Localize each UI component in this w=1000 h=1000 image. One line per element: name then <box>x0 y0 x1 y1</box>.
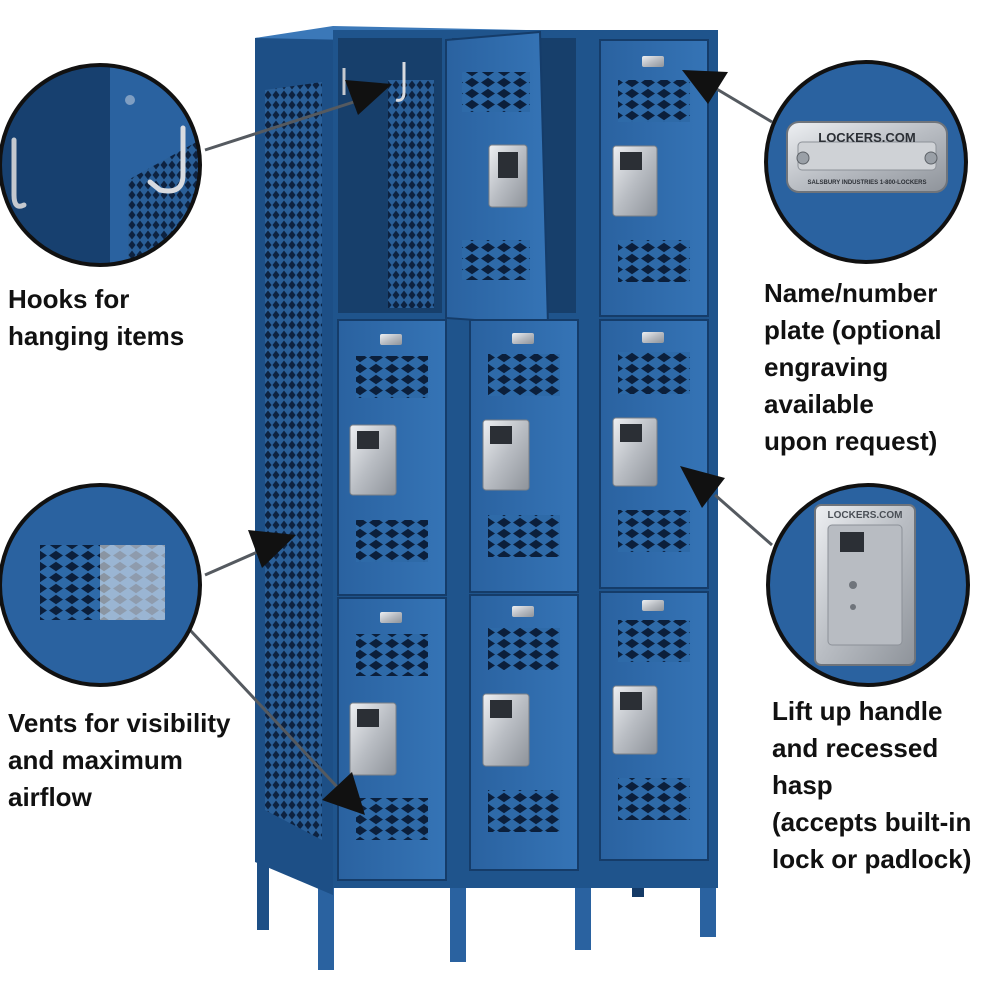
arrow-head <box>345 80 392 115</box>
arrow-head <box>248 530 296 568</box>
vents-callout <box>0 483 202 687</box>
vent-closeup <box>40 545 110 620</box>
plate-brand-text: LOCKERS.COM <box>818 130 916 145</box>
lock-hasp <box>620 692 642 710</box>
lock-hasp <box>620 424 642 442</box>
lock-hasp <box>357 709 379 727</box>
plate-caption: Name/number plate (optional engraving av… <box>764 278 942 456</box>
door-vent <box>356 520 428 562</box>
locker-leg <box>450 880 466 962</box>
door-vent <box>356 634 428 676</box>
number-plate <box>512 333 534 344</box>
number-plate <box>380 612 402 623</box>
door-vent <box>462 72 530 112</box>
arrow-line <box>204 548 263 577</box>
arrow-line <box>714 86 773 124</box>
handle-brand-text: LOCKERS.COM <box>828 510 903 521</box>
callout-ring <box>0 63 202 267</box>
door-vent <box>618 80 690 122</box>
door-vent <box>618 620 690 662</box>
coat-hook-icon <box>147 125 186 194</box>
door-vent <box>356 798 428 840</box>
side-mesh-vent <box>265 82 322 840</box>
callout-ring <box>764 60 968 264</box>
lock-hasp <box>490 700 512 718</box>
number-plate <box>642 56 664 67</box>
callout-ring <box>0 483 202 687</box>
arrow-head <box>680 466 725 508</box>
compartment-back-mesh <box>388 80 434 308</box>
arrow-head <box>322 772 365 815</box>
arrow-line <box>204 98 361 152</box>
callout-ring <box>766 483 970 687</box>
vents-caption: Vents for visibility and maximum airflow <box>8 708 231 812</box>
door-vent <box>618 240 690 282</box>
arrow-line <box>188 628 342 792</box>
locker-leg <box>257 860 269 930</box>
number-plate <box>380 334 402 345</box>
door-vent <box>488 628 560 670</box>
door-vent <box>488 354 560 396</box>
plate-fine-print: SALSBURY INDUSTRIES 1-800-LOCKERS <box>807 180 926 186</box>
coat-hook-icon <box>395 62 406 102</box>
hooks-callout <box>0 63 202 267</box>
lock-hasp <box>840 532 864 552</box>
door-vent <box>462 240 530 280</box>
locker-leg <box>318 880 334 970</box>
arrow-head <box>682 70 728 104</box>
lock-hasp <box>620 152 642 170</box>
hooks-caption: Hooks for hanging items <box>8 284 185 351</box>
handle-callout: LOCKERS.COM <box>766 483 970 687</box>
door-vent <box>618 778 690 820</box>
lock-hasp <box>357 431 379 449</box>
door-grid <box>337 319 709 881</box>
door-vent <box>488 790 560 832</box>
lock-hasp <box>498 152 518 178</box>
number-plate <box>512 606 534 617</box>
plate-callout: LOCKERS.COM SALSBURY INDUSTRIES 1-800-LO… <box>764 60 968 264</box>
door-vent <box>488 515 560 557</box>
arrow-line <box>714 493 773 547</box>
locker-unit <box>255 26 718 970</box>
number-plate <box>642 600 664 611</box>
handle-caption: Lift up handle and recessed hasp (accept… <box>772 696 972 874</box>
door-vent <box>618 510 690 552</box>
coat-hook-icon <box>11 137 27 209</box>
door-vent <box>356 356 428 398</box>
locker-leg <box>575 870 591 950</box>
number-plate <box>642 332 664 343</box>
callout-arrows <box>188 70 773 815</box>
lock-hasp <box>490 426 512 444</box>
door-vent <box>618 352 690 394</box>
